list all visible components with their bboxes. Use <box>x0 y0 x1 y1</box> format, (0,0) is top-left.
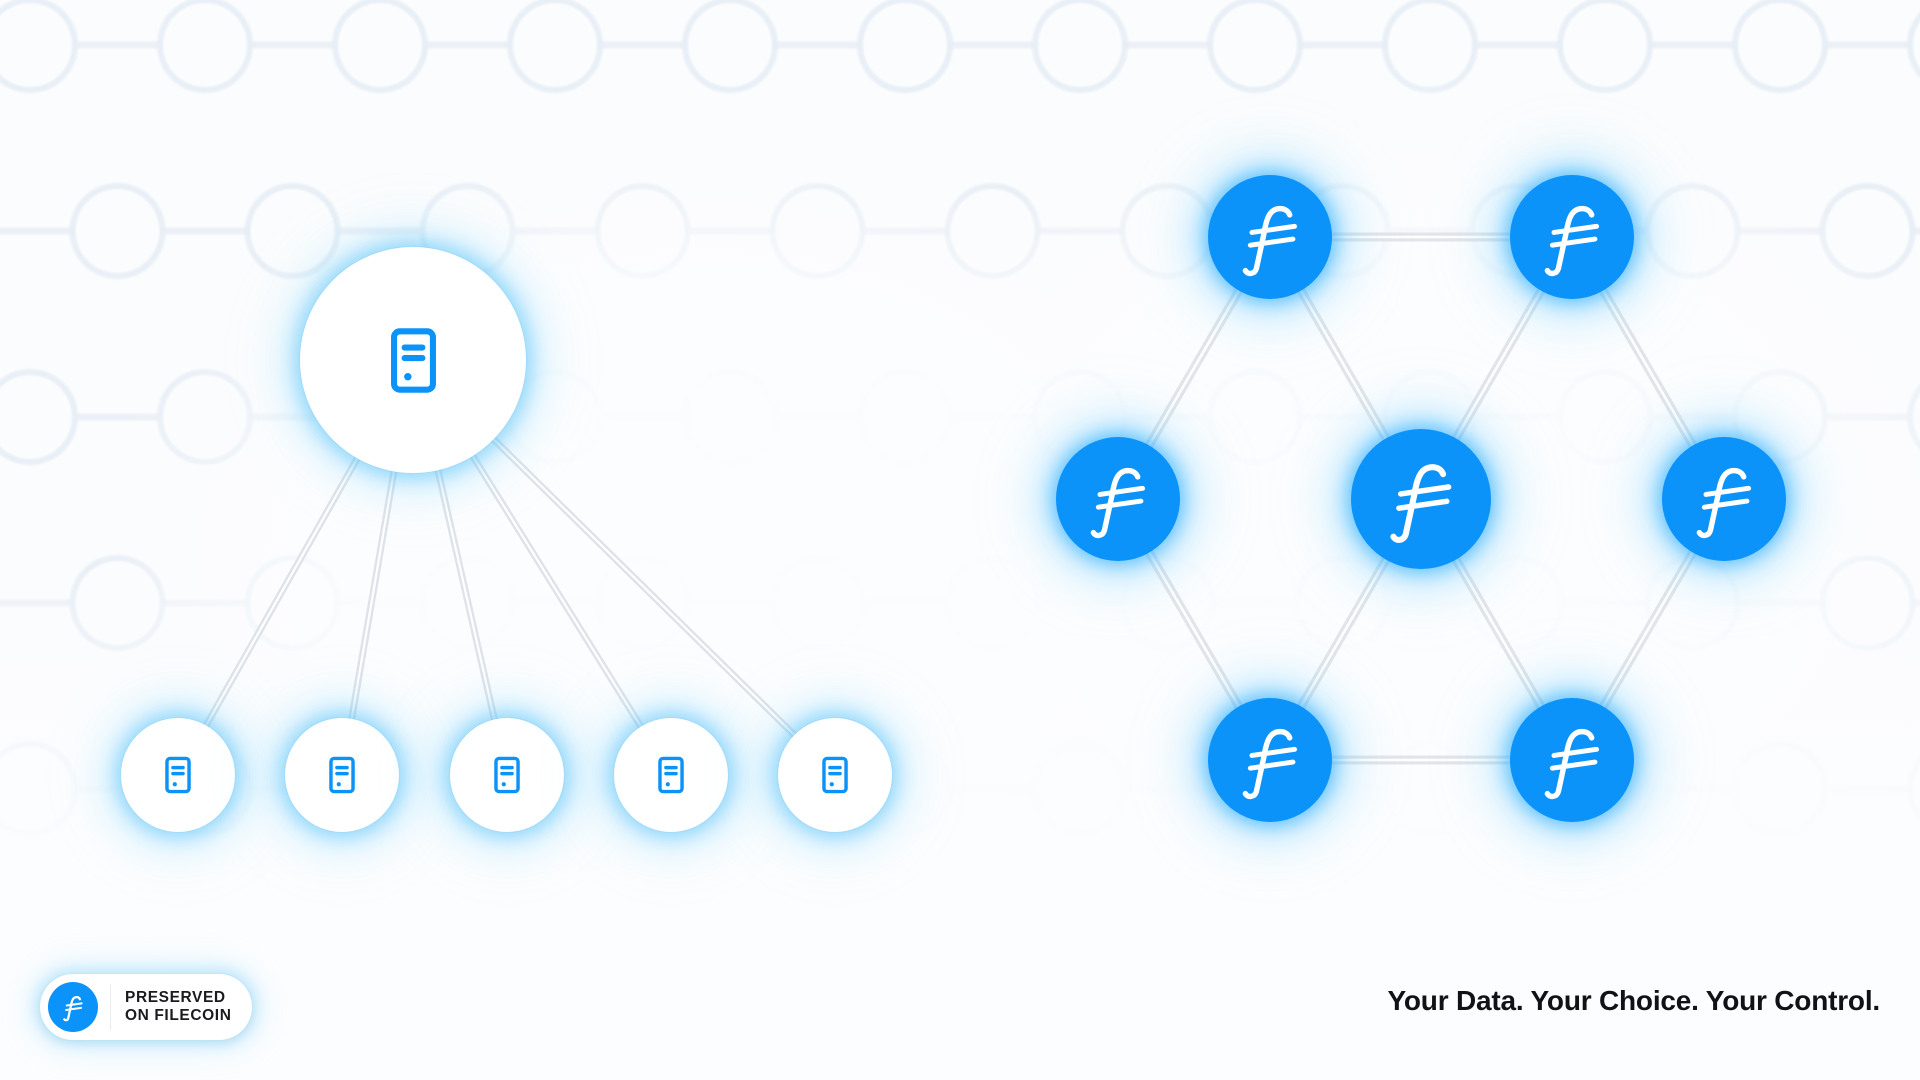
mesh-link-highlight <box>1145 547 1243 712</box>
mesh-link-highlight <box>1599 547 1697 712</box>
leaf-server-5[interactable] <box>778 718 892 832</box>
badge-label: PRESERVED ON FILECOIN <box>125 989 232 1026</box>
tree-link <box>433 460 500 729</box>
filecoin-logo-icon <box>1375 453 1467 545</box>
server-icon <box>155 752 201 798</box>
mesh-link <box>1294 282 1393 447</box>
preserved-on-filecoin-badge[interactable]: PRESERVED ON FILECOIN <box>40 974 252 1040</box>
server-icon <box>373 320 454 401</box>
badge-line-1: PRESERVED <box>125 988 226 1006</box>
tree-link-highlight <box>488 433 800 741</box>
fil-mid-left[interactable] <box>1056 437 1180 561</box>
tree-link <box>347 461 399 729</box>
filecoin-logo-icon <box>1683 458 1765 540</box>
mesh-link <box>1294 551 1393 715</box>
fil-top-left[interactable] <box>1208 175 1332 299</box>
mesh-link-highlight <box>1599 285 1697 451</box>
badge-divider <box>110 984 111 1030</box>
tree-link-highlight <box>468 449 646 733</box>
fil-bottom-left[interactable] <box>1208 698 1332 822</box>
badge-line-2: ON FILECOIN <box>125 1007 232 1024</box>
mesh-link-highlight <box>1297 285 1390 444</box>
server-icon <box>648 752 694 798</box>
filecoin-logo-icon <box>1229 196 1311 278</box>
mesh-link <box>1449 282 1548 447</box>
fil-center[interactable] <box>1351 429 1491 569</box>
tree-link <box>465 447 648 736</box>
mesh-link-highlight <box>1145 285 1243 451</box>
leaf-server-3[interactable] <box>450 718 564 832</box>
tree-link-highlight <box>202 452 362 732</box>
root-server[interactable] <box>300 247 526 473</box>
leaf-server-1[interactable] <box>121 718 235 832</box>
mesh-link <box>1142 282 1246 454</box>
mesh-link <box>1596 544 1700 715</box>
mesh-link-highlight <box>1452 285 1545 444</box>
tree-link-highlight <box>349 464 397 726</box>
server-icon <box>812 752 858 798</box>
mesh-link-highlight <box>1297 554 1390 712</box>
leaf-server-2[interactable] <box>285 718 399 832</box>
mesh-link-highlight <box>1452 554 1545 712</box>
filecoin-logo-icon <box>1229 719 1311 801</box>
tree-link <box>199 449 364 735</box>
server-icon <box>319 752 365 798</box>
leaf-server-4[interactable] <box>614 718 728 832</box>
filecoin-logo-icon <box>1077 458 1159 540</box>
tagline-text: Your Data. Your Choice. Your Control. <box>1387 985 1881 1016</box>
filecoin-logo-icon <box>48 982 98 1032</box>
filecoin-logo-icon <box>1531 719 1613 801</box>
tree-link-highlight <box>435 463 497 727</box>
fil-top-right[interactable] <box>1510 175 1634 299</box>
server-icon <box>484 752 530 798</box>
mesh-link <box>1596 282 1700 454</box>
mesh-link <box>1142 544 1246 715</box>
fil-bottom-right[interactable] <box>1510 698 1634 822</box>
filecoin-logo-icon <box>1531 196 1613 278</box>
fil-mid-right[interactable] <box>1662 437 1786 561</box>
mesh-link <box>1449 551 1548 715</box>
tree-link <box>485 431 803 743</box>
